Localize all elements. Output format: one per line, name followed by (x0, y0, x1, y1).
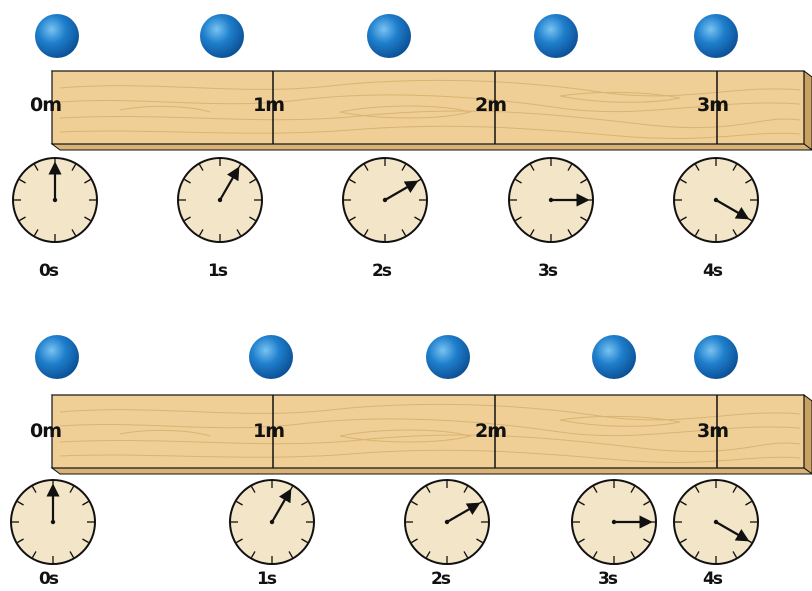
distance-label: 2m (475, 420, 506, 442)
time-label: 2s (431, 569, 451, 589)
distance-label: 3m (697, 94, 728, 116)
time-label: 0s (39, 261, 59, 281)
ball (200, 14, 244, 58)
stopwatch-icon (11, 480, 95, 564)
distance-label: 1m (253, 94, 284, 116)
ball (367, 14, 411, 58)
ball (35, 14, 79, 58)
ball (534, 14, 578, 58)
stopwatch-icon (509, 158, 593, 242)
time-label: 0s (39, 569, 59, 589)
time-label: 2s (372, 261, 392, 281)
time-label: 3s (538, 261, 558, 281)
distance-label: 1m (253, 420, 284, 442)
stopwatch-icon (13, 158, 97, 242)
time-label: 4s (703, 261, 723, 281)
ball (694, 335, 738, 379)
ball (426, 335, 470, 379)
time-label: 1s (208, 261, 228, 281)
stopwatch-icon (572, 480, 656, 564)
stopwatch-icon (178, 158, 262, 242)
distance-label: 0m (30, 420, 61, 442)
row-constant-speed: 0m 1m 2m 3m 0s 1s 2s 3s 4s (13, 14, 812, 281)
stopwatch-icon (405, 480, 489, 564)
distance-label: 2m (475, 94, 506, 116)
distance-label: 0m (30, 94, 61, 116)
row-slowing-down: 0m 1m 2m 3m 0s 1s 2s 3s 4s (11, 335, 812, 589)
ball (694, 14, 738, 58)
ball (249, 335, 293, 379)
stopwatch-icon (343, 158, 427, 242)
stopwatch-icon (674, 480, 758, 564)
ball (592, 335, 636, 379)
time-label: 4s (703, 569, 723, 589)
stopwatch-icon (674, 158, 758, 242)
ball (35, 335, 79, 379)
stopwatch-icon (230, 480, 314, 564)
time-label: 3s (598, 569, 618, 589)
distance-label: 3m (697, 420, 728, 442)
time-label: 1s (257, 569, 277, 589)
